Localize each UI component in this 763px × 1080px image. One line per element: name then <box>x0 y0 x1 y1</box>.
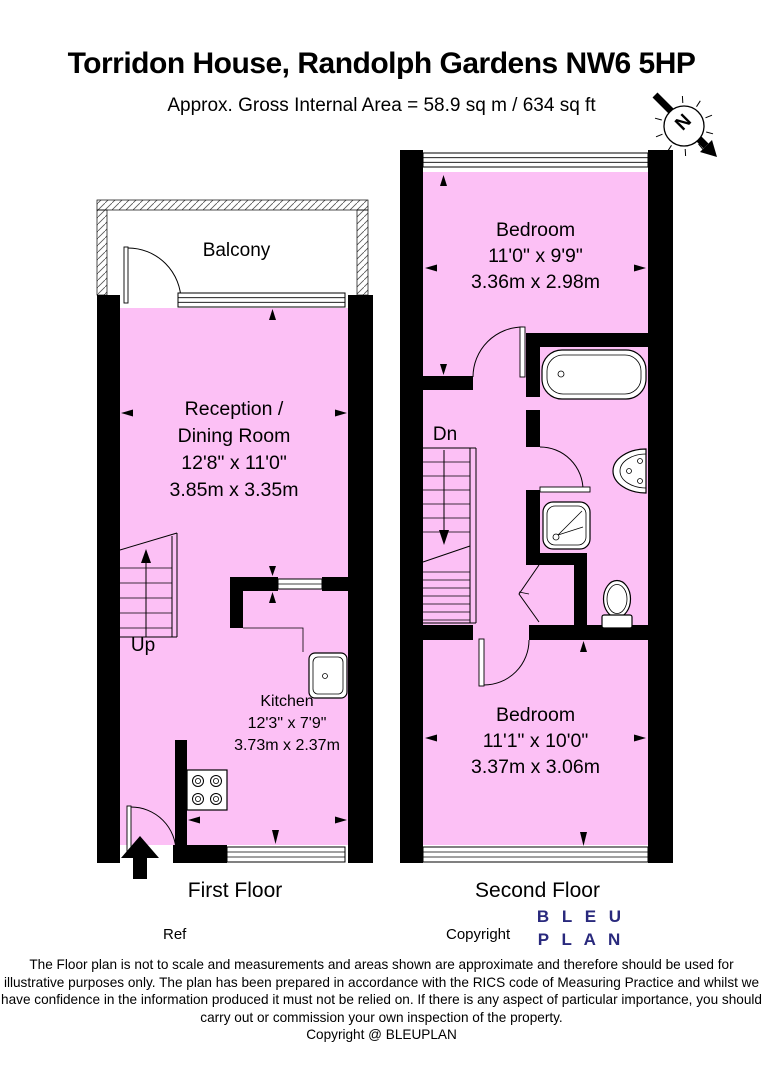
landing-wall <box>400 625 473 640</box>
disclaimer-copyright-line: Copyright @ BLEUPLAN <box>306 1027 457 1043</box>
toilet-icon <box>601 579 633 629</box>
wall-bottom <box>173 845 227 863</box>
bedroom-wall <box>423 376 473 390</box>
reception-room-label: Reception / Dining Room 12'8" x 11'0" 3.… <box>120 396 348 504</box>
disclaimer-line: carry out or commission your own inspect… <box>200 1009 563 1025</box>
copyright-label: Copyright <box>446 926 511 943</box>
entrance-arrow-icon <box>121 836 159 879</box>
wall-left <box>97 295 120 863</box>
room-dims-metric: 3.85m x 3.35m <box>169 479 299 501</box>
room-dims-metric: 3.73m x 2.37m <box>234 737 340 754</box>
room-name: Bedroom <box>495 704 576 726</box>
bathroom-wall <box>526 490 540 565</box>
hall-wall <box>175 740 187 845</box>
wc-wall <box>574 553 587 640</box>
bedroom-top-door <box>472 326 526 378</box>
bathroom-wall <box>526 347 540 397</box>
bedroom-bottom-label: Bedroom 11'1" x 10'0" 3.37m x 3.06m <box>423 702 648 780</box>
kitchen-sink-icon <box>308 652 348 699</box>
landing-wall <box>529 625 648 640</box>
stairs-down-label: Dn <box>432 424 458 445</box>
balcony-door <box>123 246 182 304</box>
kitchen-label: Kitchen 12'3" x 7'9" 3.73m x 2.37m <box>187 691 387 757</box>
bedroom-top-label: Bedroom 11'0" x 9'9" 3.36m x 2.98m <box>423 217 648 295</box>
first-floor-room-fill <box>120 308 348 845</box>
bedroom-top-window <box>422 152 649 168</box>
second-floor-plan <box>400 150 673 863</box>
north-compass-icon <box>652 92 717 157</box>
ref-label: Ref <box>163 926 187 943</box>
kitchen-partition-wall <box>230 577 348 652</box>
first-floor-plan <box>96 199 373 879</box>
cupboard-door <box>518 564 540 623</box>
balcony-label: Balcony <box>202 240 271 261</box>
wall-right <box>648 150 673 863</box>
room-name: Kitchen <box>260 693 314 710</box>
bathroom-wall-top <box>526 333 648 347</box>
basin-icon <box>612 448 647 494</box>
wall-right <box>348 295 373 863</box>
bathtub-icon <box>541 349 647 400</box>
wall-left <box>400 150 423 863</box>
shower-wall <box>526 553 586 565</box>
room-dims-metric: 3.37m x 3.06m <box>471 756 600 778</box>
disclaimer: The Floor plan is not to scale and measu… <box>0 956 763 1044</box>
reception-window <box>177 292 346 308</box>
room-name-line1: Reception / <box>184 398 284 420</box>
measurement-ticks-second-floor <box>425 175 646 846</box>
room-dims-imperial: 11'0" x 9'9" <box>488 245 583 267</box>
stairs-up <box>119 532 178 638</box>
area-subtitle: Approx. Gross Internal Area = 58.9 sq m … <box>167 95 596 116</box>
bedroom-bottom-window <box>422 846 649 863</box>
disclaimer-line: The Floor plan is not to scale and measu… <box>29 957 734 972</box>
bathroom-wall <box>526 410 540 447</box>
shower-icon <box>542 501 591 550</box>
room-dims-imperial: 11'1" x 10'0" <box>482 730 589 752</box>
page-title: Torridon House, Randolph Gardens NW6 5HP <box>67 47 696 80</box>
bedroom-bottom-door <box>478 638 530 687</box>
stove-icon <box>186 769 228 811</box>
room-name-line2: Dining Room <box>177 425 291 447</box>
disclaimer-line: have confidence in the information produ… <box>1 992 762 1008</box>
room-dims-imperial: 12'3" x 7'9" <box>247 715 327 732</box>
bathroom-door <box>539 446 591 493</box>
logo-line1: B L E U <box>536 907 626 926</box>
stairs-down <box>422 447 477 624</box>
room-dims-metric: 3.36m x 2.98m <box>471 271 600 293</box>
stairs-up-label: Up <box>130 635 156 656</box>
kitchen-window <box>226 846 346 863</box>
room-dims-imperial: 12'8" x 11'0" <box>181 452 287 474</box>
disclaimer-line: illustrative purposes only. The plan has… <box>3 974 760 990</box>
first-floor-caption: First Floor <box>187 879 283 902</box>
room-name: Bedroom <box>495 219 576 241</box>
measurement-ticks-first-floor <box>121 309 347 844</box>
second-floor-caption: Second Floor <box>475 879 600 902</box>
logo-line2: P L A N <box>537 930 625 949</box>
bleuplan-logo: B L E U P L A N <box>521 905 641 951</box>
